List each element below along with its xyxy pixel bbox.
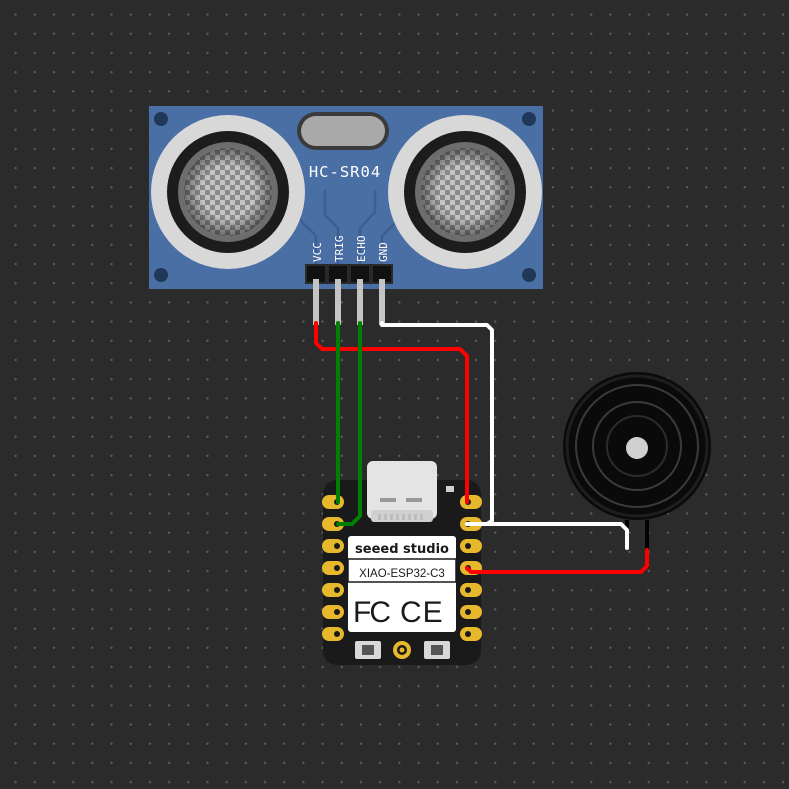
wire-buzzer-gnd-white[interactable] (465, 522, 629, 550)
transducer-left (151, 115, 305, 269)
piezo-buzzer[interactable] (563, 372, 711, 568)
buzzer-center (626, 437, 648, 459)
mount-hole (522, 268, 536, 282)
status-led (446, 486, 454, 492)
sensor-pin-header (305, 264, 393, 325)
mount-hole (154, 112, 168, 126)
mount-hole (522, 112, 536, 126)
pin-label-trig: TRIG (333, 236, 346, 263)
xiao-esp32-c3-board[interactable]: seeed studio XIAO-ESP32-C3 FC CE (322, 461, 482, 665)
pin-label-gnd: GND (377, 242, 390, 262)
transducer-right (388, 115, 542, 269)
mount-hole (154, 268, 168, 282)
wires (314, 321, 649, 574)
board-brand-label: seeed studio (355, 542, 449, 557)
pin-trig[interactable] (335, 279, 341, 325)
pin-label-vcc: VCC (311, 242, 324, 262)
pin-gnd[interactable] (379, 279, 385, 325)
pin-echo[interactable] (357, 279, 363, 325)
wire-vcc-red[interactable] (314, 321, 469, 504)
pin-vcc[interactable] (313, 279, 319, 325)
hc-sr04-sensor[interactable]: HC-SR04 VCC TRIG ECHO GND (149, 106, 543, 325)
ce-mark: CE (400, 596, 444, 629)
pin-label-echo: ECHO (355, 236, 368, 263)
fc-mark: FC (353, 596, 390, 629)
wire-buzzer-signal-red[interactable] (465, 548, 649, 574)
wire-echo-green[interactable] (336, 321, 362, 526)
usb-c-connector (367, 461, 437, 519)
crystal-oscillator-top (301, 116, 385, 146)
sensor-model-label: HC-SR04 (309, 163, 381, 181)
board-model-label: XIAO-ESP32-C3 (359, 568, 445, 580)
